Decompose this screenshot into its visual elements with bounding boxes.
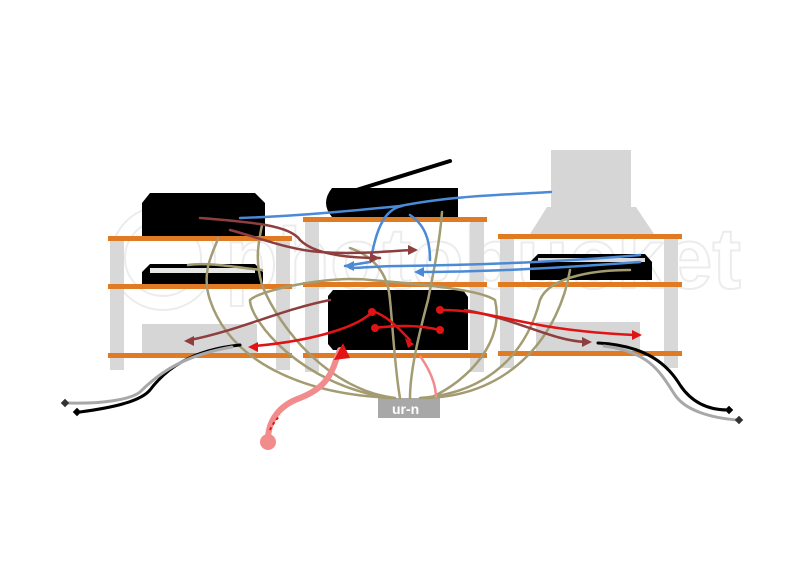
- maroon-cable-top-left: [198, 216, 382, 260]
- left-speaker-cables: [60, 343, 242, 417]
- left-speaker-cable-gray: [66, 345, 234, 405]
- power-cable-right-top: [423, 268, 572, 400]
- right-rack-post-left: [500, 238, 514, 368]
- maroon-arrow-head-1: [370, 253, 380, 263]
- right-rack-shelf-bottom: [498, 351, 682, 356]
- right-rack-post-right: [664, 238, 678, 368]
- center-rack-shelf-middle: [303, 282, 487, 287]
- blue-cable-right-to-center: [348, 253, 642, 270]
- right-speaker-cable-gray: [602, 344, 740, 422]
- center-receiver: [328, 290, 468, 350]
- maroon-arrow-head-2: [408, 245, 418, 255]
- red-cable-to-right: [438, 308, 637, 337]
- right-rack-shelf-middle: [498, 282, 682, 287]
- power-strip-icon: ur-n: [378, 398, 440, 418]
- red-arrow-head-right: [632, 330, 642, 340]
- laptop-icon: [530, 150, 654, 234]
- turntable-icon: [326, 159, 458, 217]
- red-terminal-2: [371, 324, 379, 332]
- left-rack-shelf-top: [108, 236, 292, 241]
- maroon-cable-to-left-bottom: [188, 298, 332, 342]
- power-cable-right-mid: [418, 268, 632, 400]
- red-cable-center-2: [373, 324, 442, 332]
- left-speaker-terminal-2: [72, 407, 82, 417]
- left-speaker-terminal-1: [60, 398, 70, 408]
- left-top-amplifier: [142, 193, 265, 236]
- left-rack-post-right: [276, 240, 290, 370]
- right-rack-shelf-top: [498, 234, 682, 239]
- power-cable-loop: [248, 277, 498, 400]
- red-speaker-cables: [248, 306, 642, 352]
- right-speaker-cables: [596, 341, 744, 425]
- right-speaker-terminal-2: [734, 415, 744, 425]
- blue-arrow-head: [344, 261, 354, 271]
- red-terminal-1: [368, 308, 376, 316]
- left-rack-shelf-middle: [108, 284, 292, 289]
- red-arrow-head-left: [248, 342, 258, 352]
- maroon-arrow-head-4: [582, 337, 592, 347]
- maroon-arrow-head-3: [184, 336, 194, 346]
- plug-icon: [260, 343, 438, 450]
- power-strip-label: ur-n: [392, 401, 419, 417]
- blue-arrow-head-2: [414, 267, 424, 277]
- power-cable-left-short: [186, 262, 264, 272]
- center-rack: [303, 159, 487, 372]
- blue-signal-cables: [238, 190, 642, 277]
- blue-cable-center-down: [408, 213, 432, 262]
- maroon-cable-left-center: [228, 228, 417, 255]
- red-cable-to-left: [253, 310, 374, 348]
- power-cables: [186, 210, 632, 400]
- center-rack-shelf-top: [303, 217, 487, 222]
- center-rack-post-left: [305, 222, 319, 372]
- center-rack-post-right: [470, 222, 484, 372]
- red-terminal-4: [436, 326, 444, 334]
- power-cable-left-mid: [256, 223, 397, 400]
- left-middle-component-stripe: [150, 268, 255, 273]
- red-cable-center-1: [373, 310, 412, 342]
- blue-cable-right-second: [418, 260, 642, 274]
- red-arrow-head-center: [405, 338, 414, 348]
- power-cable-left-top: [205, 236, 397, 400]
- right-speaker-cable-black: [596, 341, 730, 412]
- right-speaker-terminal-1: [724, 405, 734, 415]
- left-rack-post-left: [110, 240, 124, 370]
- right-middle-component-stripe: [538, 258, 645, 262]
- red-terminal-3: [436, 306, 444, 314]
- power-cable-center-up: [408, 210, 444, 400]
